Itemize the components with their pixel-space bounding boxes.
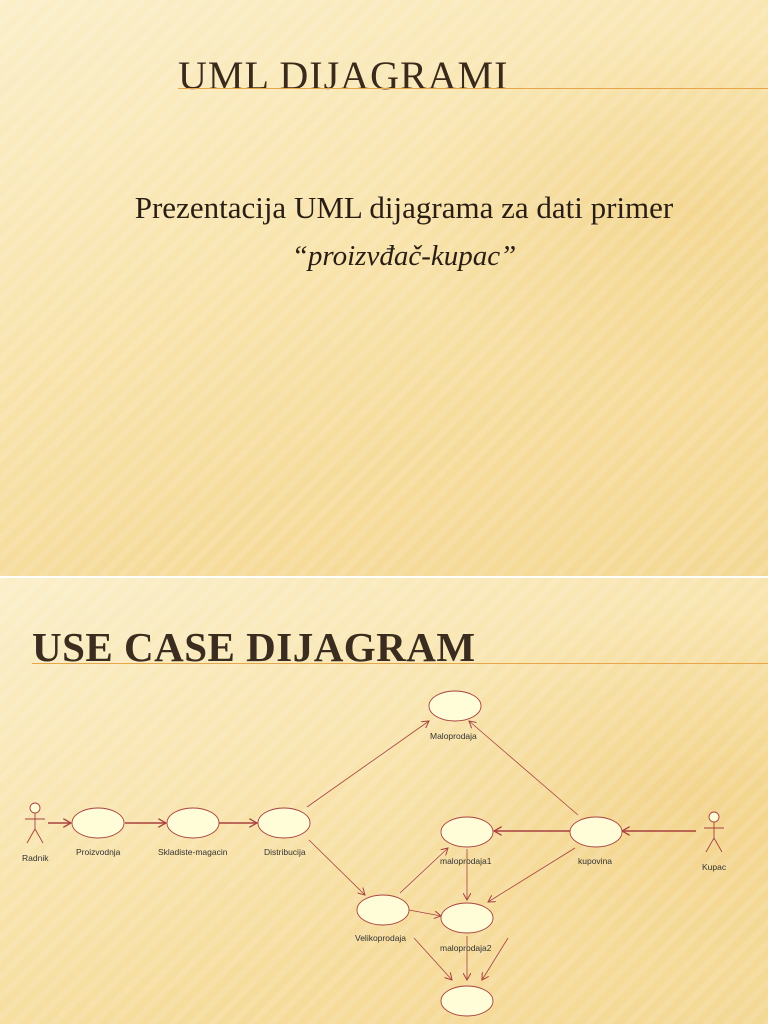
connector-kupovina-maloprodaja <box>469 721 579 816</box>
actor-radnik-label: Radnik <box>22 853 49 863</box>
slide-1: UML DIJAGRAMI Prezentacija UML dijagrama… <box>0 0 768 576</box>
use-case-skladiste-magacin <box>166 807 220 839</box>
use-case-kupovina-label: kupovina <box>578 856 612 866</box>
use-case-distribucija <box>257 807 311 839</box>
actor-kupac-label: Kupac <box>702 862 727 872</box>
connector-kupovina-bottom <box>482 937 509 980</box>
use-case-distribucija-label: Distribucija <box>264 847 306 857</box>
slide-subtitle-quote: “proizvđač-kupac” <box>291 240 517 272</box>
use-case-proizvodnja <box>71 807 125 839</box>
use-case-maloprodaja <box>428 690 482 722</box>
use-case-diagram: Radnik Kupac Proizvodnja Skladiste-magac… <box>22 690 727 1017</box>
slide-subtitle: Prezentacija UML dijagrama za dati prime… <box>134 190 674 225</box>
use-case-velikoprodaja-label: Velikoprodaja <box>355 933 406 943</box>
connector-kupovina-maloprodaja2 <box>488 847 576 902</box>
connector-velikoprodaja-bottom <box>413 937 452 980</box>
slide-2: USE CASE DIJAGRAM <box>0 578 768 1024</box>
title-underline <box>178 88 768 89</box>
slide-title: USE CASE DIJAGRAM <box>32 624 476 670</box>
connector-distribucija-velikoprodaja <box>308 839 365 895</box>
actor-radnik-icon <box>25 802 45 844</box>
use-case-unlabeled <box>440 985 494 1017</box>
connector-distribucija-maloprodaja <box>306 721 429 808</box>
use-case-maloprodaja2 <box>440 902 494 934</box>
use-case-proizvodnja-label: Proizvodnja <box>76 847 121 857</box>
slide-title: UML DIJAGRAMI <box>178 53 509 98</box>
connector-velikoprodaja-maloprodaja2 <box>408 909 441 916</box>
use-case-skladiste-label: Skladiste-magacin <box>158 847 228 857</box>
connector-velikoprodaja-maloprodaja1 <box>399 848 448 894</box>
use-case-velikoprodaja <box>356 894 410 926</box>
actor-kupac-icon <box>704 811 724 853</box>
use-case-kupovina <box>569 816 623 848</box>
use-case-maloprodaja1-label: maloprodaja1 <box>440 856 492 866</box>
use-case-maloprodaja1 <box>440 816 494 848</box>
title-underline <box>32 663 768 664</box>
use-case-maloprodaja-label: Maloprodaja <box>430 731 477 741</box>
use-case-maloprodaja2-label: maloprodaja2 <box>440 943 492 953</box>
